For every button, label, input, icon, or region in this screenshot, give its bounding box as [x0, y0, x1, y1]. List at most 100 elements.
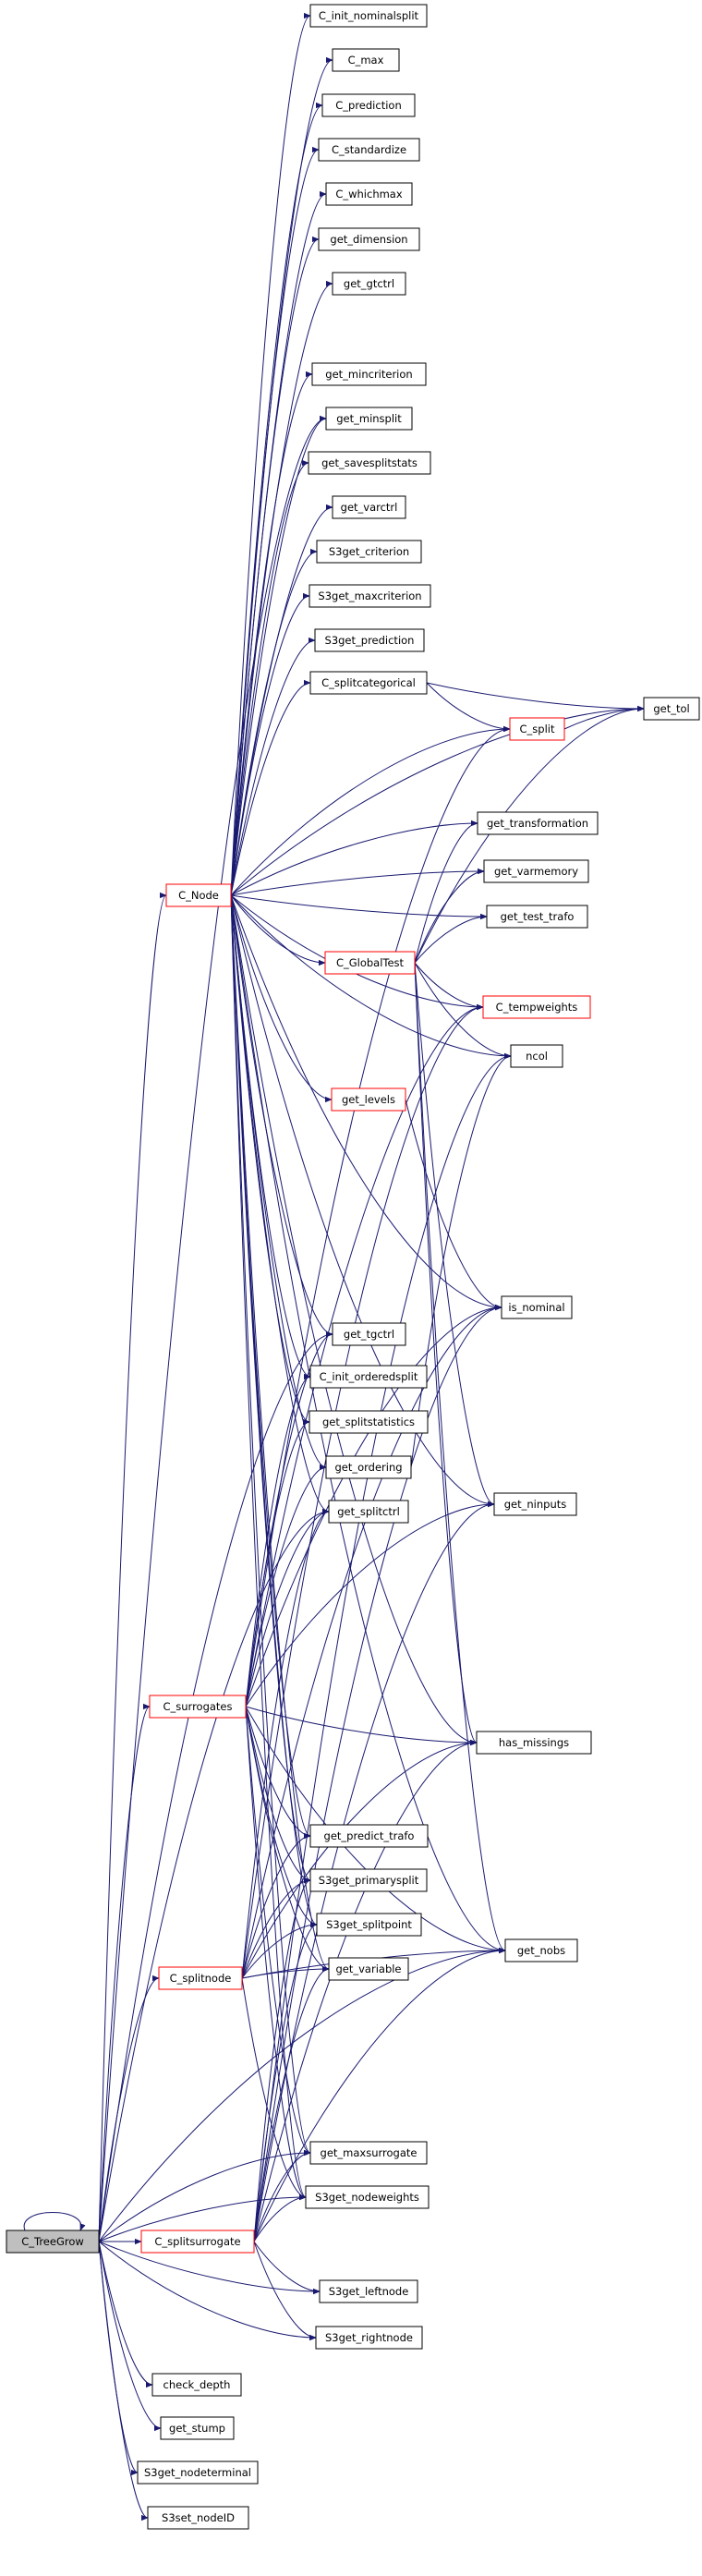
- node-S3get_splitpoint[interactable]: S3get_splitpoint: [316, 1913, 422, 1937]
- node-S3set_nodeID[interactable]: S3set_nodeID: [147, 2506, 249, 2530]
- node-get_test_trafo[interactable]: get_test_trafo: [486, 905, 588, 929]
- node-S3get_maxcriterion[interactable]: S3get_maxcriterion: [309, 584, 431, 608]
- node-S3get_nodeweights[interactable]: S3get_nodeweights: [305, 2185, 430, 2209]
- node-box-C_splitnode[interactable]: [158, 1966, 243, 1990]
- node-box-get_mincriterion[interactable]: [311, 362, 427, 386]
- node-box-get_splitstatistics[interactable]: [309, 1410, 429, 1434]
- node-box-C_GlobalTest[interactable]: [324, 951, 416, 975]
- node-S3get_primarysplit[interactable]: S3get_primarysplit: [309, 1868, 428, 1892]
- node-box-get_stump[interactable]: [160, 2416, 235, 2440]
- node-C_GlobalTest[interactable]: C_GlobalTest: [324, 951, 416, 975]
- node-box-C_splitcategorical[interactable]: [309, 671, 428, 695]
- node-box-C_init_nominalsplit[interactable]: [309, 4, 428, 28]
- node-box-C_tempweights[interactable]: [482, 995, 591, 1019]
- node-box-get_gtctrl[interactable]: [332, 272, 406, 296]
- node-box-C_whichmax[interactable]: [325, 182, 413, 206]
- node-S3get_rightnode[interactable]: S3get_rightnode: [315, 2326, 423, 2350]
- node-get_transformation[interactable]: get_transformation: [477, 811, 599, 835]
- node-box-S3get_rightnode[interactable]: [315, 2326, 423, 2350]
- node-box-C_prediction[interactable]: [321, 93, 416, 117]
- node-C_init_orderedsplit[interactable]: C_init_orderedsplit: [309, 1365, 428, 1389]
- node-box-S3get_criterion[interactable]: [316, 540, 422, 564]
- node-S3get_criterion[interactable]: S3get_criterion: [316, 540, 422, 564]
- node-get_variable[interactable]: get_variable: [328, 1957, 409, 1981]
- node-get_ninputs[interactable]: get_ninputs: [493, 1492, 577, 1516]
- node-is_nominal[interactable]: is_nominal: [501, 1295, 573, 1319]
- node-box-get_variable[interactable]: [328, 1957, 409, 1981]
- node-box-C_Node[interactable]: [165, 883, 232, 907]
- node-box-get_minsplit[interactable]: [325, 407, 413, 431]
- node-C_split[interactable]: C_split: [509, 717, 565, 741]
- node-box-get_tol[interactable]: [643, 697, 700, 721]
- node-C_max[interactable]: C_max: [332, 48, 400, 72]
- node-C_whichmax[interactable]: C_whichmax: [325, 182, 413, 206]
- node-get_tgctrl[interactable]: get_tgctrl: [332, 1322, 406, 1346]
- node-box-S3get_prediction[interactable]: [314, 628, 425, 652]
- node-box-S3set_nodeID[interactable]: [147, 2506, 249, 2530]
- node-box-check_depth[interactable]: [151, 2373, 242, 2397]
- node-has_missings[interactable]: has_missings: [476, 1731, 592, 1755]
- node-C_splitsurrogate[interactable]: C_splitsurrogate: [140, 2230, 255, 2254]
- node-check_depth[interactable]: check_depth: [151, 2373, 242, 2397]
- node-box-is_nominal[interactable]: [501, 1295, 573, 1319]
- node-get_savesplitstats[interactable]: get_savesplitstats: [308, 451, 431, 475]
- node-box-get_varctrl[interactable]: [332, 495, 406, 519]
- node-box-get_ordering[interactable]: [325, 1455, 412, 1479]
- node-get_gtctrl[interactable]: get_gtctrl: [332, 272, 406, 296]
- node-get_maxsurrogate[interactable]: get_maxsurrogate: [309, 2141, 428, 2165]
- node-ncol[interactable]: ncol: [510, 1044, 563, 1068]
- node-C_TreeGrow[interactable]: C_TreeGrow: [6, 2230, 100, 2254]
- node-get_minsplit[interactable]: get_minsplit: [325, 407, 413, 431]
- node-box-S3get_splitpoint[interactable]: [316, 1913, 422, 1937]
- node-get_ordering[interactable]: get_ordering: [325, 1455, 412, 1479]
- node-box-C_TreeGrow[interactable]: [6, 2230, 100, 2254]
- node-C_prediction[interactable]: C_prediction: [321, 93, 416, 117]
- node-C_splitcategorical[interactable]: C_splitcategorical: [309, 671, 428, 695]
- node-box-get_savesplitstats[interactable]: [308, 451, 431, 475]
- node-C_Node[interactable]: C_Node: [165, 883, 232, 907]
- node-box-get_tgctrl[interactable]: [332, 1322, 406, 1346]
- node-box-S3get_leftnode[interactable]: [319, 2279, 418, 2303]
- node-get_predict_trafo[interactable]: get_predict_trafo: [309, 1824, 429, 1848]
- node-box-get_ninputs[interactable]: [493, 1492, 577, 1516]
- node-S3get_prediction[interactable]: S3get_prediction: [314, 628, 425, 652]
- node-get_splitstatistics[interactable]: get_splitstatistics: [309, 1410, 429, 1434]
- node-box-get_maxsurrogate[interactable]: [309, 2141, 428, 2165]
- node-box-get_dimension[interactable]: [318, 227, 420, 251]
- node-get_splitctrl[interactable]: get_splitctrl: [328, 1500, 409, 1524]
- node-box-ncol[interactable]: [510, 1044, 563, 1068]
- node-get_dimension[interactable]: get_dimension: [318, 227, 420, 251]
- node-get_varmemory[interactable]: get_varmemory: [483, 859, 589, 883]
- node-C_splitnode[interactable]: C_splitnode: [158, 1966, 243, 1990]
- node-box-has_missings[interactable]: [476, 1731, 592, 1755]
- node-box-get_nobs[interactable]: [504, 1938, 578, 1962]
- node-C_surrogates[interactable]: C_surrogates: [149, 1695, 247, 1719]
- node-get_stump[interactable]: get_stump: [160, 2416, 235, 2440]
- node-get_tol[interactable]: get_tol: [643, 697, 700, 721]
- node-box-C_surrogates[interactable]: [149, 1695, 247, 1719]
- node-box-get_splitctrl[interactable]: [328, 1500, 409, 1524]
- node-box-C_split[interactable]: [509, 717, 565, 741]
- node-box-get_test_trafo[interactable]: [486, 905, 588, 929]
- node-S3get_nodeterminal[interactable]: S3get_nodeterminal: [137, 2461, 259, 2485]
- node-box-get_predict_trafo[interactable]: [309, 1824, 429, 1848]
- node-get_nobs[interactable]: get_nobs: [504, 1938, 578, 1962]
- node-S3get_leftnode[interactable]: S3get_leftnode: [319, 2279, 418, 2303]
- node-box-C_splitsurrogate[interactable]: [140, 2230, 255, 2254]
- node-box-C_init_orderedsplit[interactable]: [309, 1365, 428, 1389]
- node-box-get_levels[interactable]: [331, 1088, 406, 1112]
- node-box-C_standardize[interactable]: [318, 138, 420, 162]
- node-get_levels[interactable]: get_levels: [331, 1088, 406, 1112]
- node-box-S3get_primarysplit[interactable]: [309, 1868, 428, 1892]
- node-C_tempweights[interactable]: C_tempweights: [482, 995, 591, 1019]
- node-get_varctrl[interactable]: get_varctrl: [332, 495, 406, 519]
- node-C_standardize[interactable]: C_standardize: [318, 138, 420, 162]
- node-C_init_nominalsplit[interactable]: C_init_nominalsplit: [309, 4, 428, 28]
- node-box-S3get_nodeweights[interactable]: [305, 2185, 430, 2209]
- node-box-get_transformation[interactable]: [477, 811, 599, 835]
- node-box-C_max[interactable]: [332, 48, 400, 72]
- node-box-S3get_maxcriterion[interactable]: [309, 584, 431, 608]
- node-box-get_varmemory[interactable]: [483, 859, 589, 883]
- node-box-S3get_nodeterminal[interactable]: [137, 2461, 259, 2485]
- node-get_mincriterion[interactable]: get_mincriterion: [311, 362, 427, 386]
